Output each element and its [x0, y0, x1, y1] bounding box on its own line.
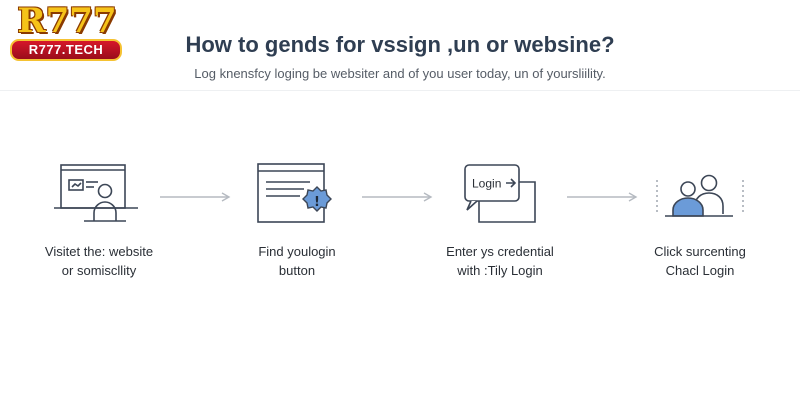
- step-2-label: Find youlogin button: [222, 242, 372, 280]
- header-divider: [0, 90, 800, 91]
- step-2-label-line-2: button: [278, 263, 316, 278]
- connector-arrow-2: [362, 192, 433, 202]
- step-1-label-line-2: or somiscllity: [61, 263, 137, 278]
- step-3-label-line-2: with :Tily Login: [457, 263, 543, 278]
- connector-arrow-3: [567, 192, 638, 202]
- step-4-label: Click surcenting Chacl Login: [625, 242, 775, 280]
- svg-text:!: !: [314, 195, 320, 210]
- step-3-label-line-1: Enter ys credential: [446, 244, 554, 259]
- logo-domain-badge: R777.TECH: [10, 39, 122, 61]
- users-icon: [656, 174, 744, 217]
- login-chat-bubble-icon: Login: [464, 164, 536, 223]
- login-form-alert-icon: !: [257, 163, 332, 223]
- step-1-label: Visitet the: website or somiscllity: [24, 242, 174, 280]
- step-4-label-line-2: Chacl Login: [665, 263, 735, 278]
- page-subtitle: Log knensfcy loging be websiter and of y…: [194, 66, 606, 81]
- brand-logo[interactable]: R777 R777.TECH: [4, 1, 128, 61]
- page-title: How to gends for vssign ,un or websine?: [185, 32, 615, 57]
- login-bubble-text: Login: [472, 177, 501, 191]
- step-2-label-line-1: Find youlogin: [258, 244, 336, 259]
- logo-wordmark: R777: [17, 1, 117, 41]
- user-at-computer-icon: [54, 164, 138, 222]
- step-1-label-line-1: Visitet the: website: [44, 244, 154, 259]
- step-4-label-line-1: Click surcenting: [654, 244, 746, 259]
- connector-arrow-1: [160, 192, 231, 202]
- step-3-label: Enter ys credential with :Tily Login: [425, 242, 575, 280]
